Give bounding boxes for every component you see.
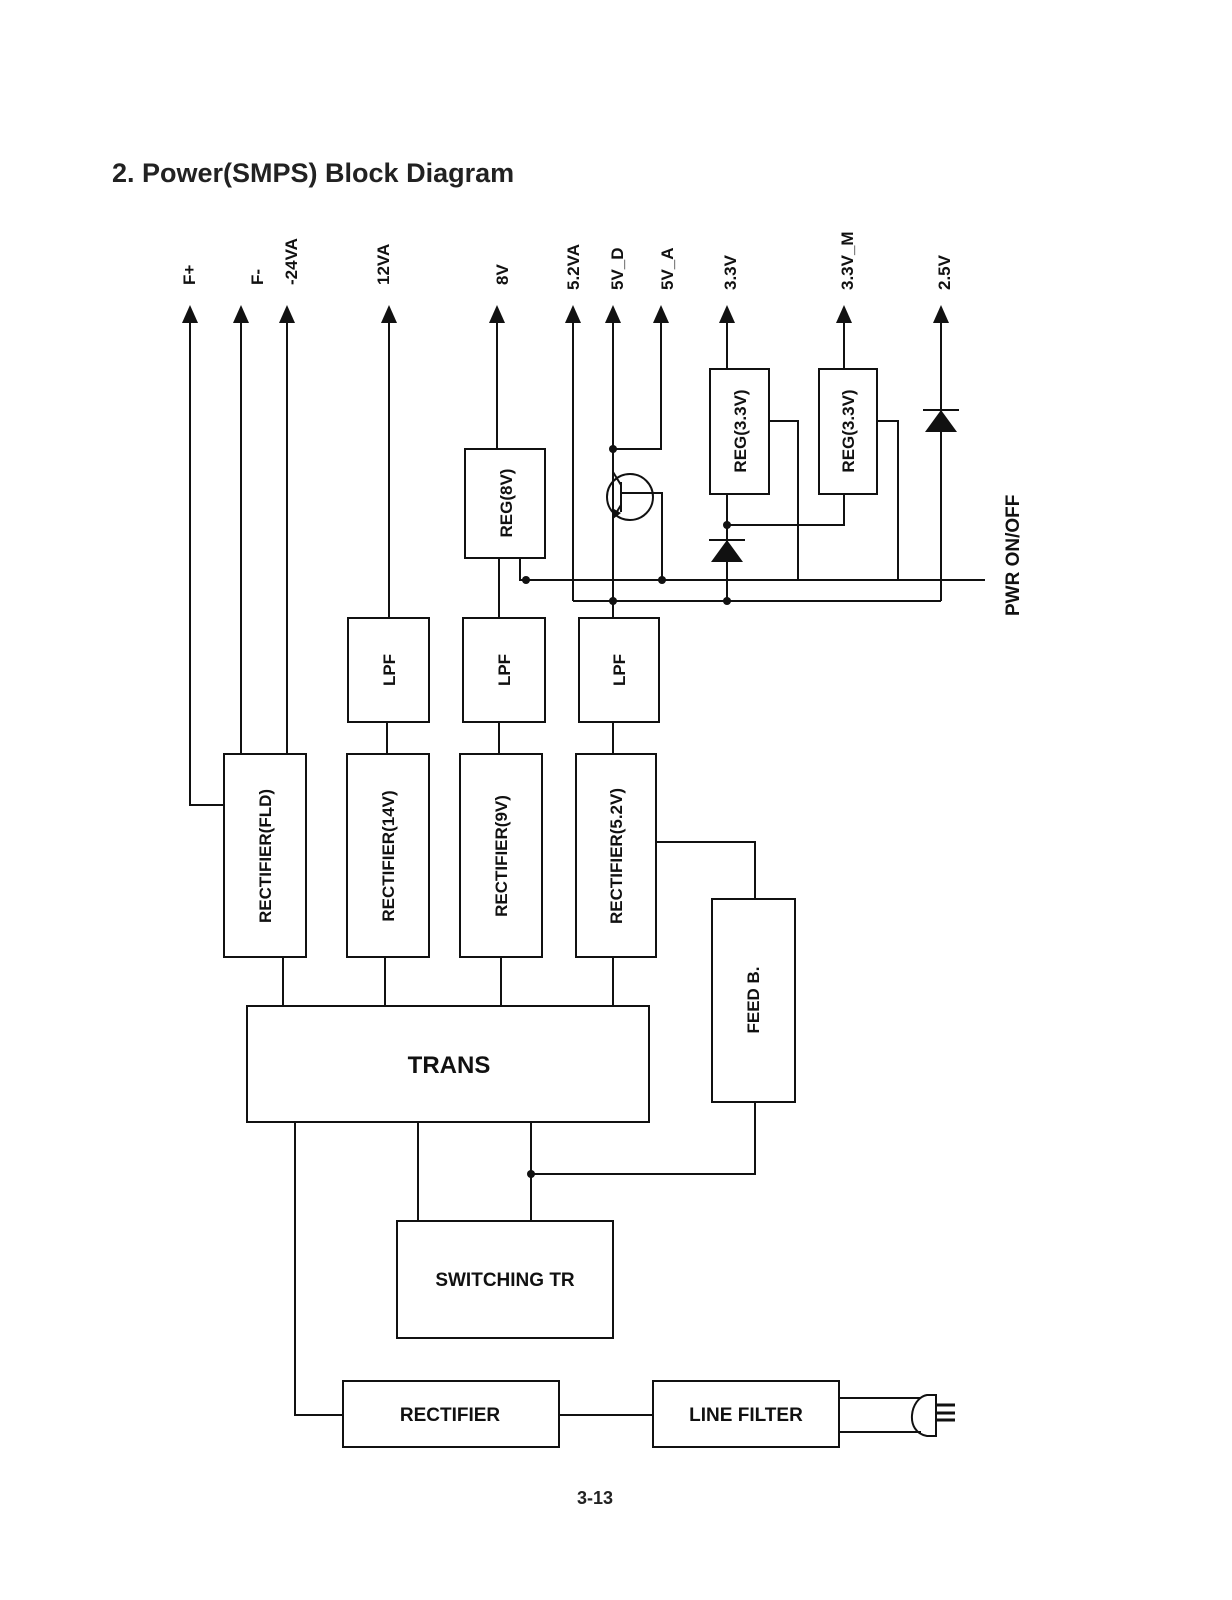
block-switching-tr: [396, 1220, 614, 1339]
label-trans: TRANS: [408, 1052, 491, 1079]
block-trans: [246, 1005, 650, 1123]
block-rectifier-9v: [459, 753, 543, 958]
junction-dot: [609, 597, 617, 605]
arrow-up-icon: [933, 305, 949, 323]
block-reg-3-3v-a: [709, 368, 770, 495]
junction-dot: [609, 445, 617, 453]
label-12va: 12VA: [374, 244, 393, 285]
arrow-up-icon: [653, 305, 669, 323]
block-feed-b: [711, 898, 796, 1103]
diode-icon: [923, 409, 959, 432]
label-f-minus: F-: [248, 269, 267, 285]
arrow-up-icon: [605, 305, 621, 323]
block-line-filter: [652, 1380, 840, 1448]
junction-dot: [658, 576, 666, 584]
transistor-icon: [606, 471, 655, 521]
label-pwr-on-off: PWR ON/OFF: [1003, 495, 1024, 616]
wire-feedback-return: [531, 1102, 756, 1175]
label-5-2va: 5.2VA: [564, 244, 583, 290]
junction-dot: [723, 597, 731, 605]
wire-reg-a-control: [769, 420, 799, 580]
label-lpf-a: LPF: [380, 654, 399, 686]
block-lpf-c: [578, 617, 660, 723]
label-3-3v-m: 3.3V_M: [838, 231, 857, 290]
block-rectifier: [342, 1380, 560, 1448]
wire-5v-a: [613, 318, 662, 450]
page-title: 2. Power(SMPS) Block Diagram: [112, 158, 515, 188]
block-lpf-a: [347, 617, 430, 723]
wire-reg8v-control: [519, 558, 985, 581]
label-lpf-c: LPF: [610, 654, 629, 686]
page-number: 3-13: [576, 1488, 614, 1508]
label-5v-d: 5V_D: [608, 247, 627, 290]
label-reg-8v: REG(8V): [497, 469, 516, 538]
junction-dot: [723, 521, 731, 529]
label-line-filter: LINE FILTER: [689, 1405, 803, 1426]
block-reg-3-3v-b: [818, 368, 878, 495]
label-rectifier-fld: RECTIFIER(FLD): [256, 789, 275, 923]
power-plug-icon: [910, 1394, 955, 1437]
arrow-up-icon: [565, 305, 581, 323]
label-3-3v: 3.3V: [721, 254, 740, 290]
arrow-up-icon: [719, 305, 735, 323]
block-rectifier-14v: [346, 753, 430, 958]
label-5v-a: 5V_A: [658, 247, 677, 290]
arrow-up-icon: [233, 305, 249, 323]
arrow-up-icon: [182, 305, 198, 323]
arrow-up-icon: [836, 305, 852, 323]
wire-reg-b-input: [727, 494, 845, 526]
label-rectifier-9v: RECTIFIER(9V): [492, 795, 511, 917]
arrow-up-icon: [381, 305, 397, 323]
label-neg24va: -24VA: [282, 238, 301, 285]
label-rectifier: RECTIFIER: [400, 1405, 501, 1426]
wire-trans-rectifier: [294, 1122, 343, 1416]
diode-icon: [709, 539, 745, 562]
block-rectifier-fld: [223, 753, 307, 958]
wire-transistor-base: [655, 492, 663, 580]
block-lpf-b: [462, 617, 546, 723]
arrow-up-icon: [279, 305, 295, 323]
label-rectifier-14v: RECTIFIER(14V): [379, 790, 398, 921]
label-reg-3-3v-a: REG(3.3V): [731, 389, 750, 472]
wire-reg-b-control: [877, 420, 899, 580]
label-reg-3-3v-b: REG(3.3V): [839, 389, 858, 472]
label-f-plus: F+: [180, 265, 199, 285]
junction-dot: [522, 576, 530, 584]
label-2-5v: 2.5V: [935, 254, 954, 290]
label-switching-tr: SWITCHING TR: [435, 1270, 575, 1291]
block-rectifier-5-2v: [575, 753, 657, 958]
wire-f-plus: [189, 318, 224, 806]
junction-dot: [527, 1170, 535, 1178]
block-reg-8v: [464, 448, 546, 559]
label-feed-b: FEED B.: [744, 966, 763, 1033]
arrow-up-icon: [489, 305, 505, 323]
label-rectifier-5-2v: RECTIFIER(5.2V): [607, 788, 626, 924]
wire-feedback-sense: [656, 841, 756, 899]
label-8v: 8V: [493, 264, 512, 285]
label-lpf-b: LPF: [495, 654, 514, 686]
